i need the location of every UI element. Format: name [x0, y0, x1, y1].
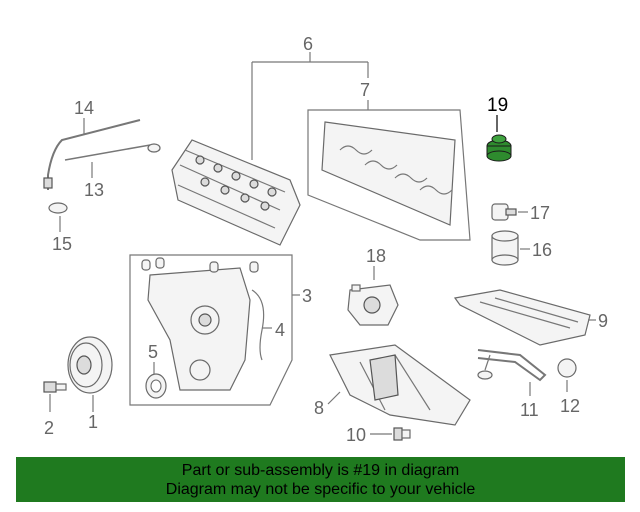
bracket-6: [251, 52, 369, 160]
o-ring-15: [48, 202, 68, 214]
plug-12: [557, 358, 577, 378]
callout-5[interactable]: 5: [148, 342, 158, 362]
callout-15[interactable]: 15: [52, 234, 72, 254]
part-19-oil-filler-cap[interactable]: [486, 134, 512, 162]
callout-17[interactable]: 17: [530, 203, 550, 223]
oil-pan-8: [329, 344, 471, 426]
callout-18[interactable]: 18: [366, 246, 386, 266]
valve-cover: [171, 139, 301, 246]
timing-cover-box: [129, 254, 293, 406]
callout-3[interactable]: 3: [302, 286, 312, 306]
water-pump: [347, 284, 399, 326]
drain-plug-10: [393, 427, 411, 441]
callout-16[interactable]: 16: [532, 240, 552, 260]
callout-2[interactable]: 2: [44, 418, 54, 438]
valve-cover-gasket: [307, 109, 471, 241]
adapter-17: [491, 203, 517, 221]
callout-19[interactable]: 19: [487, 95, 508, 116]
oil-pickup-11: [477, 349, 547, 382]
callout-7[interactable]: 7: [360, 80, 370, 100]
callout-1[interactable]: 1: [88, 412, 98, 432]
callout-4[interactable]: 4: [275, 320, 285, 340]
timing-cover: [141, 257, 265, 391]
banner-line-1: Part or sub-assembly is #19 in diagram: [181, 462, 460, 479]
callout-10[interactable]: 10: [346, 425, 366, 445]
dipstick-tube: [43, 119, 161, 190]
callout-8[interactable]: 8: [314, 398, 324, 418]
callout-12[interactable]: 12: [560, 396, 580, 416]
info-banner: Part or sub-assembly is #19 in diagram D…: [16, 457, 625, 502]
callout-11[interactable]: 11: [520, 400, 539, 420]
bolt-2: [43, 381, 67, 393]
callout-14[interactable]: 14: [74, 98, 94, 118]
callout-9[interactable]: 9: [598, 311, 608, 331]
banner-line-2: Diagram may not be specific to your vehi…: [165, 481, 476, 498]
callout-13[interactable]: 13: [84, 180, 104, 200]
oil-filter-16: [491, 230, 519, 266]
callout-6[interactable]: 6: [303, 34, 313, 54]
windage-tray-9: [453, 289, 591, 346]
harmonic-balancer: [67, 336, 113, 394]
